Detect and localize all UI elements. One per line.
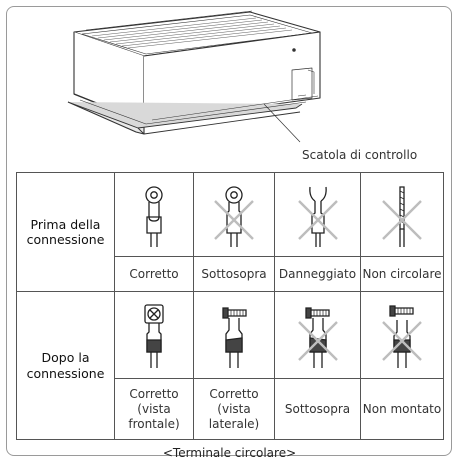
round-terminal-upside-down-icon xyxy=(193,171,275,258)
label-cell: Danneggiato xyxy=(274,256,361,293)
label-cell: Corretto (vista laterale) xyxy=(193,378,275,440)
row-header-after: Dopo la connessione xyxy=(16,291,115,440)
label-cell: Sottosopra xyxy=(274,378,361,440)
non-circular-terminal-icon xyxy=(360,171,444,258)
table-row: Corretto (vista frontale) Corretto (vist… xyxy=(17,378,444,440)
figure-frame xyxy=(6,6,452,456)
damaged-terminal-icon xyxy=(274,171,361,258)
label-cell: Sottosopra xyxy=(193,256,275,293)
round-terminal-correct-icon xyxy=(114,171,194,258)
screwed-terminal-upside-down-icon xyxy=(274,291,361,380)
control-box-label: Scatola di controllo xyxy=(302,148,418,162)
terminal-diagram-table: Prima della connessione xyxy=(16,171,444,440)
table-row: Dopo la connessione xyxy=(16,291,444,440)
label-cell: Non montato xyxy=(360,378,444,440)
row-header-before: Prima della connessione xyxy=(16,171,115,293)
label-cell: Corretto xyxy=(114,256,194,293)
label-cell: Corretto (vista frontale) xyxy=(114,378,194,440)
terminal-not-mounted-icon xyxy=(360,291,444,380)
figure-caption: <Terminale circolare> xyxy=(162,446,297,460)
table-row: Corretto Sottosopra Danneggiato Non circ… xyxy=(17,256,444,293)
screwed-terminal-front-icon xyxy=(114,291,194,380)
table-row: Prima della connessione xyxy=(16,171,444,293)
screwed-terminal-side-icon xyxy=(193,291,275,380)
label-cell: Non circolare xyxy=(360,256,444,293)
air-conditioner-illustration xyxy=(67,10,321,143)
